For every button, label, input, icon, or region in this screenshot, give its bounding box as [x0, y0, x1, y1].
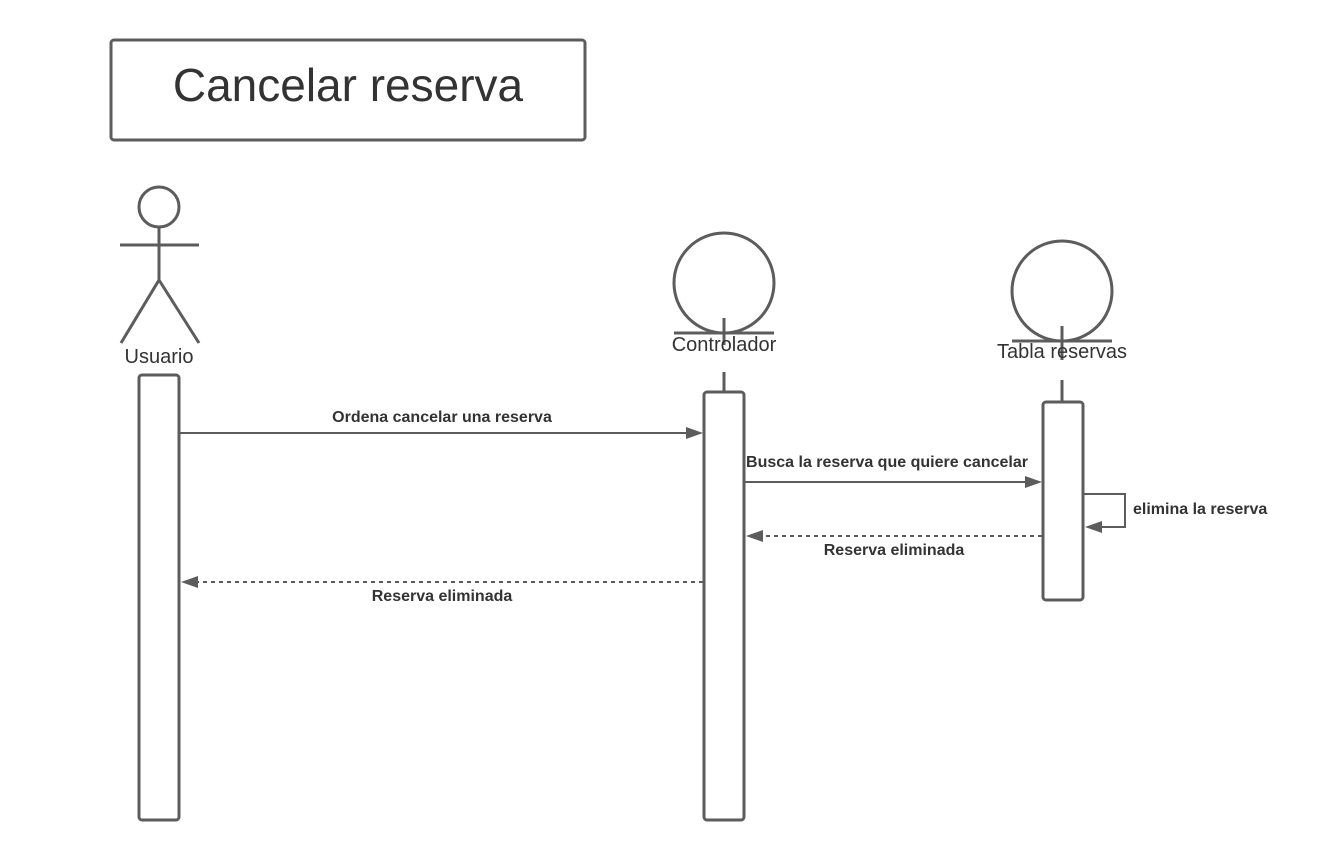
actor-icon — [119, 185, 201, 344]
activation-bar-usuario — [137, 373, 181, 822]
participant-controlador: Controlador — [672, 231, 777, 822]
arrowhead-icon — [1025, 476, 1042, 488]
participant-label-controlador: Controlador — [672, 334, 777, 356]
participant-tabla-reservas: Tabla reservas — [997, 239, 1127, 602]
activation-bar-tabla-reservas — [1041, 400, 1085, 602]
message-reserva-eliminada-2: Reserva eliminada — [181, 576, 703, 605]
arrowhead-icon — [181, 576, 198, 588]
self-message-loop — [1084, 493, 1126, 528]
participant-usuario: Usuario — [119, 185, 201, 822]
message-label: Reserva eliminada — [824, 542, 965, 559]
diagram-title: Cancelar reserva — [173, 59, 524, 111]
arrowhead-icon — [746, 530, 763, 542]
message-label: Reserva eliminada — [372, 588, 513, 605]
message-busca-reserva: Busca la reserva que quiere cancelar — [745, 454, 1042, 488]
title-frame: Cancelar reserva — [109, 38, 587, 142]
message-label: elimina la reserva — [1133, 501, 1267, 518]
entity-icon — [1010, 239, 1114, 360]
arrowhead-icon — [1085, 521, 1102, 533]
message-label: Busca la reserva que quiere cancelar — [746, 454, 1028, 471]
message-elimina-reserva: elimina la reserva — [1084, 493, 1267, 533]
message-label: Ordena cancelar una reserva — [332, 409, 552, 426]
participant-label-usuario: Usuario — [125, 346, 194, 368]
participant-label-tabla-reservas: Tabla reservas — [997, 341, 1127, 363]
message-reserva-eliminada-1: Reserva eliminada — [746, 530, 1042, 559]
control-icon — [672, 231, 776, 345]
arrowhead-icon — [686, 427, 703, 439]
activation-bar-controlador — [702, 390, 746, 822]
message-ordena-cancelar: Ordena cancelar una reserva — [180, 409, 703, 439]
